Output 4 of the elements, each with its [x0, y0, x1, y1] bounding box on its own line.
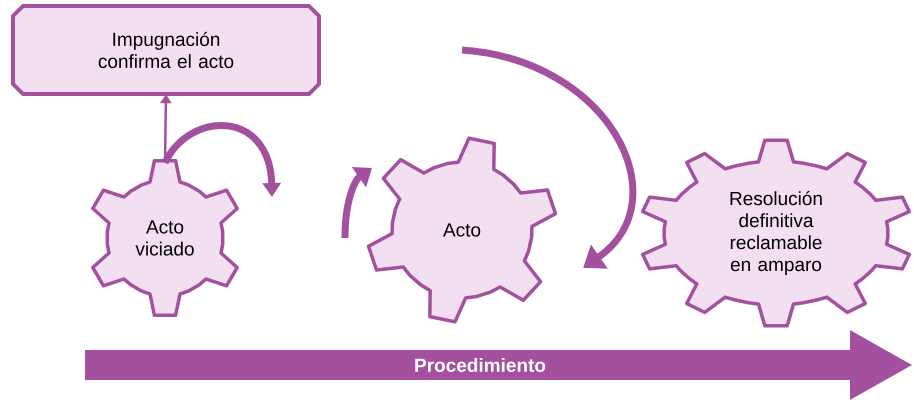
text-box: Impugnación confirma el acto [11, 4, 321, 96]
gear: Resolución definitiva reclamable en amparo [640, 138, 912, 328]
gear: Acto [366, 136, 558, 324]
gear: Acto viciado [91, 158, 239, 318]
